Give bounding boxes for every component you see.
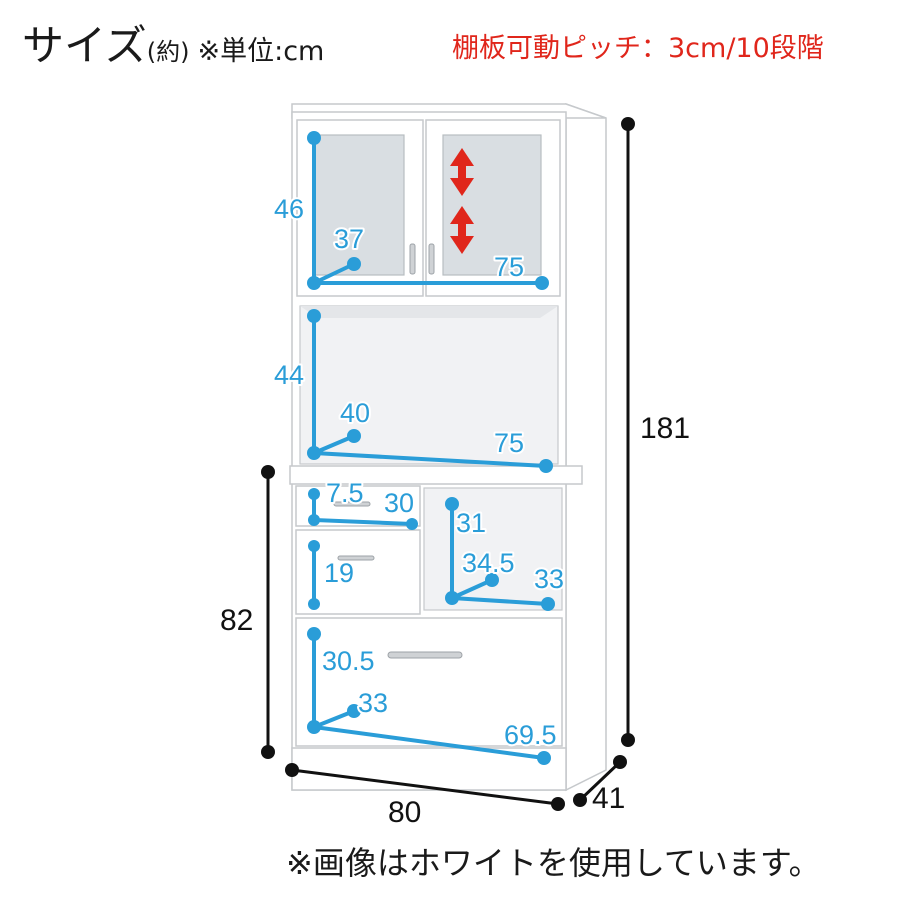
small-drawer-height-label: 7.5: [326, 478, 364, 508]
upper-depth-label: 37: [334, 224, 364, 254]
small-drawer-dimension-lines: [308, 488, 418, 530]
lower-height-dimension-line: [261, 465, 275, 759]
middle-drawer-dimension-lines: [308, 540, 320, 610]
bottom-drawer-height-label: 30.5: [322, 646, 375, 676]
shelf-adjust-arrow-icon: [450, 148, 474, 196]
glass-panel-left: [313, 134, 405, 276]
depth-label: 41: [592, 782, 625, 815]
niche-height-label: 31: [456, 508, 486, 538]
niche-width-label: 33: [534, 564, 564, 594]
niche-depth-label: 34.5: [462, 548, 515, 578]
footer-note: ※画像はホワイトを使用しています。: [286, 844, 821, 882]
counter-top: [289, 465, 583, 485]
bottom-drawer-dimension-lines: [307, 627, 551, 765]
open-shelf-width-label: 75: [494, 428, 524, 458]
open-shelf-depth-label: 40: [340, 398, 370, 428]
unit-label: ※単位:cm: [197, 36, 325, 67]
middle-drawer-height-label: 19: [324, 558, 354, 588]
title-text: サイズ: [22, 21, 147, 70]
lower-height-label: 82: [220, 604, 253, 637]
open-shelf-back: [300, 306, 558, 318]
approx-label: (約): [146, 38, 190, 66]
shelf-adjust-arrow-icon: [450, 206, 474, 254]
open-shelf-dimension-lines: [307, 309, 553, 473]
total-height-dimension-line: [621, 117, 635, 747]
cabinet-side-panel: [565, 102, 607, 792]
page-title: サイズ(約)※単位:cm: [22, 12, 324, 73]
total-height-label: 181: [640, 412, 690, 445]
open-shelf-cavity: [299, 305, 559, 465]
bottom-drawer: [295, 617, 563, 747]
small-drawer-width-label: 30: [384, 488, 414, 518]
shelf-pitch-note: 棚板可動ピッチ：3cm/10段階: [452, 33, 824, 64]
upper-height-label: 46: [274, 194, 304, 224]
upper-width-label: 75: [494, 252, 524, 282]
small-drawer-handle: [333, 501, 371, 507]
open-niche-dimension-lines: [445, 497, 555, 611]
width-label: 80: [388, 796, 421, 829]
door-handle-right: [428, 243, 435, 275]
middle-drawer-handle: [337, 555, 375, 561]
bottom-drawer-depth-label: 33: [358, 688, 388, 718]
bottom-drawer-width-label: 69.5: [504, 720, 557, 750]
cupboard-illustration: [289, 102, 607, 792]
upper-cabinet-dimension-lines: [307, 131, 549, 290]
bottom-drawer-handle: [387, 651, 463, 659]
door-handle-left: [409, 243, 416, 275]
width-dimension-line: [285, 763, 565, 811]
depth-dimension-line: [573, 755, 627, 807]
open-shelf-height-label: 44: [274, 360, 304, 390]
